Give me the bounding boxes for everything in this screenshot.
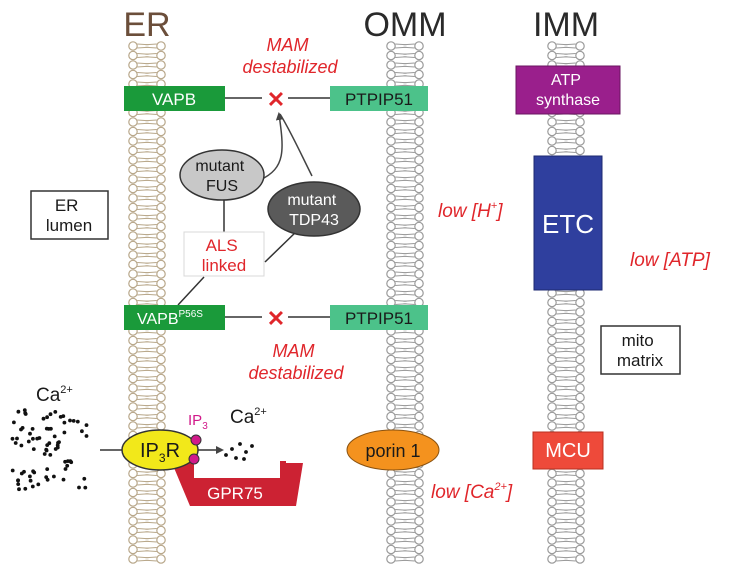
als-linked-box	[183, 231, 265, 277]
mam-destabilized-bottom: MAM destabilized	[248, 341, 344, 383]
mcu-label: MCU	[545, 440, 591, 462]
arrow-fus	[259, 112, 284, 181]
mutant-tdp43-label: mutant TDP43	[287, 192, 340, 229]
ip3r-label: IP3R	[140, 440, 180, 465]
mam-destabilized-top: MAM destabilized	[242, 35, 338, 77]
ip3r-channel	[121, 429, 199, 471]
mam-top-line2: destabilized	[242, 57, 338, 77]
link-tdp43-als	[264, 229, 299, 263]
low-ca-label: low [Ca2+]	[431, 481, 513, 503]
mito-matrix-label: mito matrix	[617, 331, 664, 370]
gpr75-label: GPR75	[207, 484, 263, 503]
vapb-box	[124, 86, 225, 111]
mutant-tdp43-node	[267, 181, 361, 237]
er-lumen-label: ER lumen	[46, 196, 92, 235]
ca-mid-label: Ca2+	[230, 406, 267, 428]
arrow-tdp43	[279, 113, 313, 177]
porin-1-channel	[346, 429, 440, 471]
vapb-label: VAPB	[152, 90, 196, 109]
imm-membrane	[547, 41, 585, 564]
ca-left-label: Ca2+	[36, 384, 73, 406]
vapb-p56s-box	[124, 305, 225, 330]
calcium-dots-er	[10, 408, 89, 492]
atp-synthase-label: ATP synthase	[536, 72, 600, 109]
ip3-dot-top	[190, 434, 202, 446]
atp-synthase-box	[515, 65, 621, 115]
etc-label: ETC	[542, 209, 594, 239]
ptpip51-top-box	[330, 86, 428, 111]
mcu-box	[532, 431, 604, 470]
cross-bottom: ✕	[267, 306, 285, 331]
omm-membrane	[386, 41, 424, 564]
porin-1-label: porin 1	[365, 441, 420, 461]
low-h-label: low [H+]	[438, 200, 503, 222]
calcium-dots-released	[224, 442, 254, 461]
ptpip51-bottom-label: PTPIP51	[345, 309, 413, 328]
er-lumen-box	[30, 190, 109, 240]
vapb-p56s-label: VAPBP56S	[137, 309, 203, 328]
ip3-dot-bottom	[188, 453, 200, 465]
ptpip51-top-label: PTPIP51	[345, 90, 413, 109]
ptpip51-bottom-box	[330, 305, 428, 330]
cross-top: ✕	[267, 87, 285, 112]
ip3-label: IP3	[188, 412, 208, 432]
etc-box	[533, 155, 603, 291]
link-als-vapb-mut	[177, 276, 205, 306]
mutant-fus-node	[179, 149, 265, 201]
omm-header: OMM	[363, 6, 446, 44]
mam-top-line1: MAM	[266, 35, 308, 55]
mutant-fus-label: mutant FUS	[195, 158, 248, 195]
er-membrane	[128, 41, 166, 564]
als-linked-label: ALS linked	[202, 236, 246, 275]
er-header: ER	[123, 6, 170, 44]
low-atp-label: low [ATP]	[630, 250, 711, 271]
imm-header: IMM	[533, 6, 599, 44]
mito-matrix-box	[600, 325, 681, 375]
